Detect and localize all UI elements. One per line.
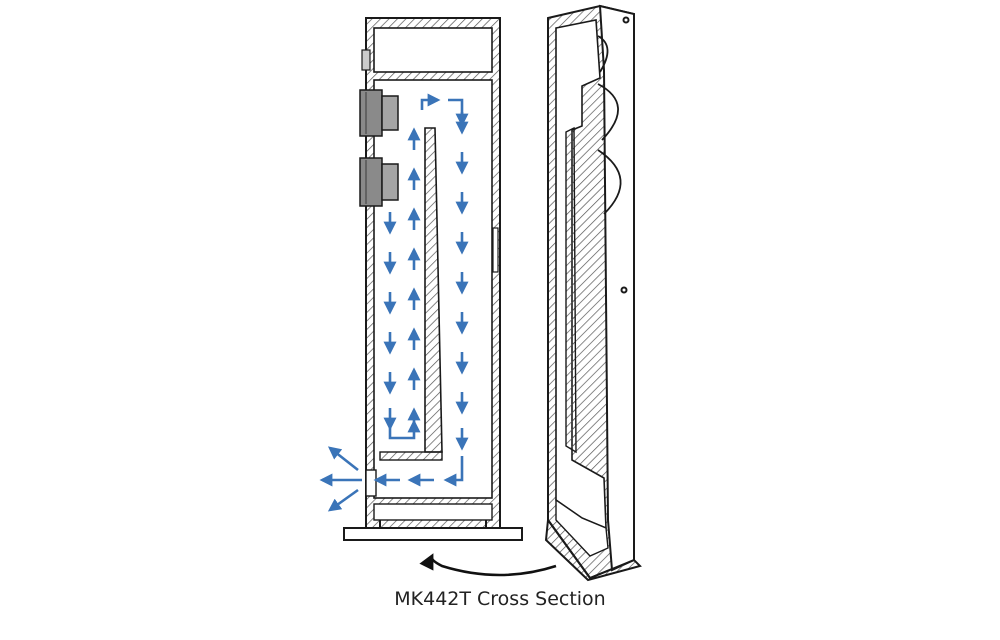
airflow-turn-top-left <box>420 93 441 110</box>
woofer-drivers <box>359 89 399 207</box>
screw-mid <box>620 286 628 294</box>
airflow-turn-top-right <box>448 98 469 127</box>
plinth <box>343 527 523 541</box>
mid-recess <box>597 83 619 141</box>
airflow-turn-bottom-right <box>443 456 464 487</box>
woofer-recess <box>597 149 622 215</box>
screw-top <box>622 16 630 24</box>
port-exhaust-arrows <box>319 446 362 512</box>
diagram-caption: MK442T Cross Section <box>394 588 606 610</box>
side-base <box>544 517 642 582</box>
port-opening <box>365 469 377 497</box>
side-section-view <box>544 4 642 582</box>
driver-lower <box>359 157 399 207</box>
side-bottom-chamber <box>555 498 609 557</box>
rotate-arrow-icon <box>419 553 557 577</box>
airflow-turn-bottom <box>388 419 421 440</box>
bottom-chamber <box>373 503 493 521</box>
driver-upper <box>359 89 399 137</box>
rear-slot <box>492 227 499 273</box>
line-floor <box>379 451 443 461</box>
terminal <box>361 49 371 71</box>
tweeter-recess <box>597 35 609 73</box>
airflow-arrows <box>373 93 469 487</box>
top-chamber <box>373 27 493 73</box>
side-internal-divider <box>565 126 577 454</box>
